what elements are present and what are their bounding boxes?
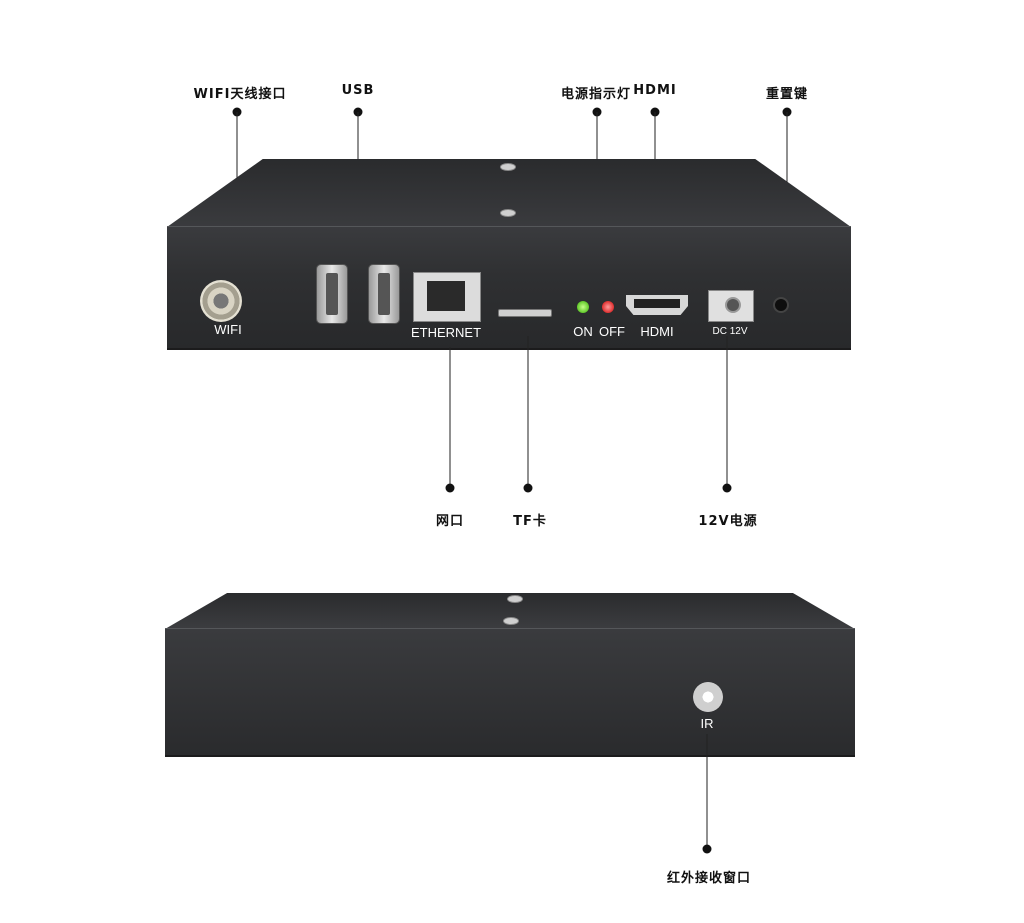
ir-receiver-window (693, 682, 723, 712)
led-on-indicator (577, 301, 589, 313)
usb-callout: USB (341, 83, 375, 98)
reset-button (773, 297, 789, 313)
power-12v-callout-line (726, 336, 728, 487)
led-off-indicator (602, 301, 614, 313)
ethernet-label: ETHERNET (410, 325, 482, 340)
network-callout-line (449, 347, 451, 487)
dc-power-label: DC 12V (712, 326, 748, 337)
top-screw (507, 595, 523, 603)
ir-callout-dot (702, 844, 712, 854)
usb-port-2 (368, 264, 400, 324)
device-rear-panel (165, 628, 855, 757)
reset-callout: 重置键 (765, 87, 809, 102)
top-screw (500, 209, 516, 217)
wifi-antenna-callout: WIFI天线接口 (193, 87, 287, 102)
dc-power-jack (708, 290, 754, 322)
device-front-panel (167, 226, 851, 350)
tf-callout-dot (523, 483, 533, 493)
power-12v-callout: 12V电源 (698, 514, 758, 529)
wifi-port-label: WIFI (214, 322, 242, 337)
usb-port-1 (316, 264, 348, 324)
network-callout-dot (445, 483, 455, 493)
tf-card-slot (498, 309, 552, 317)
top-screw (500, 163, 516, 171)
led-off-label: OFF (599, 324, 625, 339)
top-screw (503, 617, 519, 625)
hdmi-callout: HDMI (633, 83, 677, 98)
tf-callout-line (527, 336, 529, 487)
tf-card-callout: TF卡 (513, 514, 547, 529)
ir-window-callout: 红外接收窗口 (666, 871, 752, 886)
hdmi-port-label: HDMI (640, 324, 674, 339)
network-callout: 网口 (435, 514, 465, 529)
wifi-antenna-connector (200, 280, 242, 322)
ethernet-port (413, 272, 481, 322)
ir-callout-line (706, 734, 708, 848)
power-12v-callout-dot (722, 483, 732, 493)
power-led-callout: 电源指示灯 (560, 87, 632, 102)
ir-label: IR (700, 716, 714, 731)
led-on-label: ON (573, 324, 593, 339)
hdmi-port (626, 295, 688, 315)
